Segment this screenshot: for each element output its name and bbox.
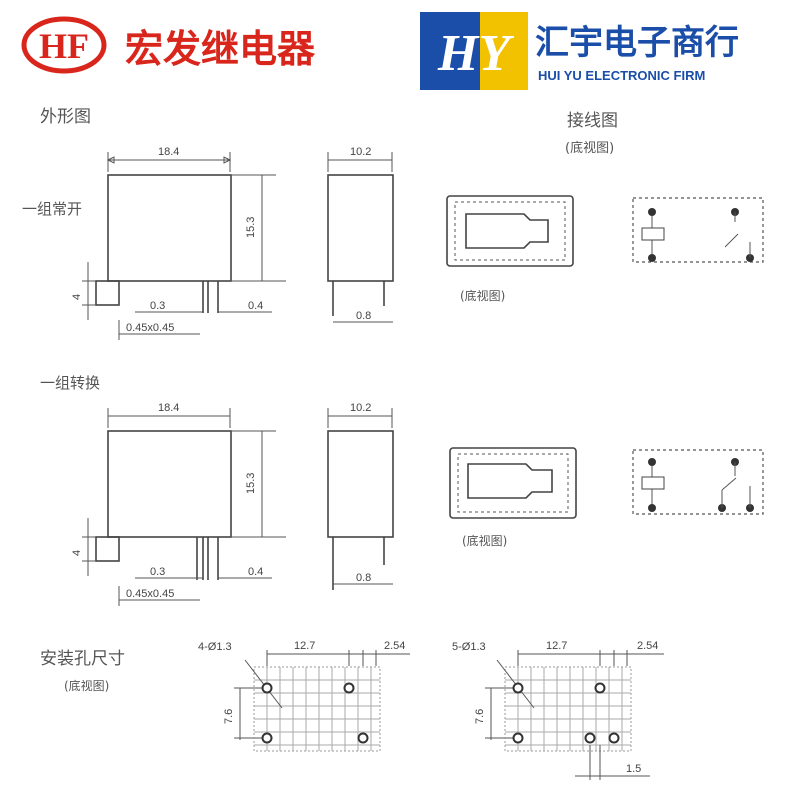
dim-offset: 1.5 (626, 763, 641, 775)
bottom-view-co: (底视图) (449, 447, 577, 548)
dim-pin-sec: 0.45x0.45 (126, 322, 174, 334)
dim-pin-len: 4 (71, 294, 83, 300)
dim-holes5: 5-Ø1.3 (452, 641, 486, 653)
dim-08: 0.8 (356, 310, 371, 322)
dim-grid-2: 2.54 (637, 640, 658, 652)
dim-pitch-x: 12.7 (294, 640, 315, 652)
dim-04-2: 0.4 (248, 566, 263, 578)
dim-depth-2: 10.2 (350, 402, 371, 414)
dim-depth: 10.2 (350, 146, 371, 158)
dim-height-2: 15.3 (245, 473, 257, 494)
bottom-view-co-label: (底视图) (462, 533, 507, 548)
schematic-no (632, 197, 764, 263)
dim-04: 0.4 (248, 300, 263, 312)
front-view-co: 18.4 15.3 4 0.3 0.4 0.45x0.45 (71, 402, 286, 606)
mounting-bottom-view: (底视图) (64, 678, 109, 693)
dim-pitch-y: 7.6 (223, 709, 235, 724)
hy-brand-en: HUI YU ELECTRONIC FIRM (538, 68, 705, 83)
hole-grid-5: 5-Ø1.3 12.7 2.54 7.6 1. (452, 640, 664, 780)
dim-08-2: 0.8 (356, 572, 371, 584)
wiring-bottom-view: (底视图) (565, 140, 614, 156)
dim-holes4: 4-Ø1.3 (198, 641, 232, 653)
dim-03: 0.3 (150, 300, 165, 312)
dim-pin-sec-2: 0.45x0.45 (126, 588, 174, 600)
schematic-co (632, 449, 764, 515)
side-view-no: 10.2 0.8 (327, 146, 394, 323)
hy-logo-text: HY (437, 25, 514, 82)
variant-co-label: 一组转换 (40, 374, 100, 392)
dim-width-2: 18.4 (158, 402, 179, 414)
wiring-title: 接线图 (567, 111, 618, 131)
outline-title: 外形图 (40, 107, 91, 127)
side-view-co: 10.2 0.8 (327, 402, 394, 590)
dim-width: 18.4 (158, 146, 179, 158)
hf-brand-name: 宏发继电器 (125, 27, 316, 71)
dim-pitch-y-2: 7.6 (474, 709, 486, 724)
dim-pin-len-2: 4 (71, 550, 83, 556)
variant-no-label: 一组常开 (22, 200, 82, 218)
hole-grid-4: 4-Ø1.3 12.7 2.54 7.6 (198, 640, 410, 752)
dim-03-2: 0.3 (150, 566, 165, 578)
mounting-title: 安装孔尺寸 (40, 649, 125, 669)
hy-brand-cn: 汇宇电子商行 (535, 23, 739, 63)
dim-grid: 2.54 (384, 640, 405, 652)
bottom-view-no-label: (底视图) (460, 288, 505, 303)
front-view-no: 18.4 15.3 4 0.3 0.4 0.45x0.45 (71, 146, 286, 340)
dim-height: 15.3 (245, 217, 257, 238)
hf-logo-text: HF (39, 26, 89, 66)
hy-logo: HY (420, 12, 528, 90)
dim-pitch-x-2: 12.7 (546, 640, 567, 652)
bottom-view-no: (底视图) (446, 195, 574, 303)
hf-logo: HF (21, 16, 107, 74)
